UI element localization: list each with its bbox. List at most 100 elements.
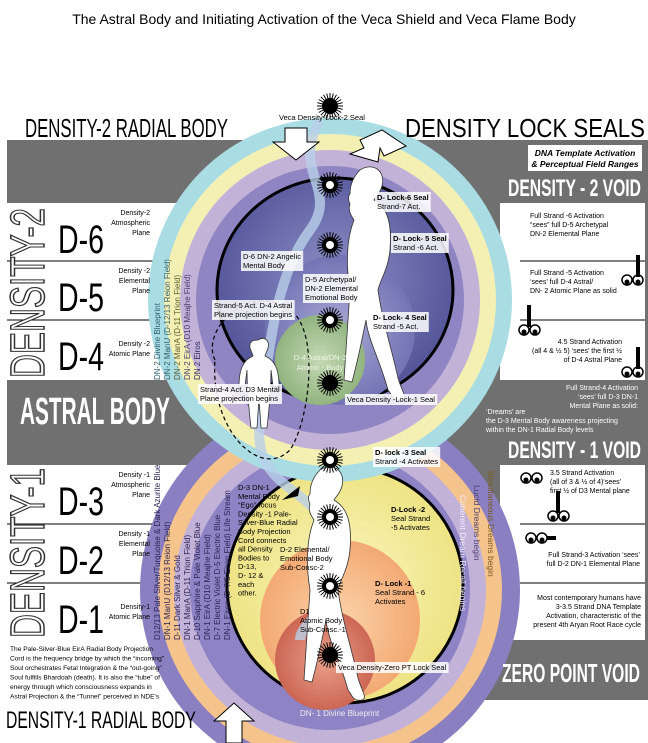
strand35-note-line: (all of 3 & ½ of 4)‘sees’ (550, 478, 622, 486)
d3-mental-body-label-line: Cord connects (238, 536, 287, 545)
d4-astral-body-label-line: D-4 Astral/DN-2 (294, 353, 347, 362)
lock2-seal-label-line: Seal Strand (391, 514, 430, 523)
density-row-label: D-5 (58, 276, 104, 320)
projection-cord-note-line: Astral Projection & the “Tunnel” perceiv… (10, 694, 160, 701)
d5-emotional-body-label-line: DN-2 Elemental (305, 284, 358, 293)
heading-density2-radial-body: DENSITY-2 RADIAL BODY (25, 113, 228, 143)
upper-ring-label-1: DN-2 Divine BlueprintDN-2 ManU (D-12/13 … (153, 259, 172, 380)
density-row-label: D-2 (58, 539, 104, 583)
lock6-seal-label-line: Strand-7 Act. (377, 202, 420, 211)
heading-density1-radial-body: DENSITY-1 RADIAL BODY (6, 708, 196, 734)
label-backgrounds (198, 192, 449, 673)
seal-icon (317, 232, 343, 258)
strand4-projection-label-line: Strand-4 Act. D3 Mental (200, 385, 280, 394)
heading-astral-body: ASTRAL BODY (20, 391, 170, 433)
strand5-note: Full Strand -5 Activation ‘sees’ full D-4… (530, 270, 617, 295)
lock3-seal-label-line: D- lock -3 Seal (375, 448, 426, 457)
plane-label-line: Atmospheric (111, 482, 150, 489)
top-seal-label: Veca Density-Lock-2 Seal (279, 113, 365, 122)
d3-mental-body-label-line: all Density (238, 545, 273, 554)
d2-emotional-body-label-line: Sub-Consc-2 (280, 563, 324, 572)
dna-box-line2: & Perceptual Field Ranges (531, 159, 638, 169)
seal-icon (317, 573, 343, 599)
d1-atomic-body-label-line: D1 (300, 607, 310, 616)
plane-label-line: Density -1 (118, 472, 150, 479)
plane-label-line: Density-2 (120, 210, 150, 217)
lock6-seal-label-line: D- Lock-6 Seal (377, 193, 429, 202)
contemporary-note-line: Most contemporary humans have (537, 595, 641, 602)
strand4-note-line: Mental Plane as solid: (570, 403, 639, 410)
plane-label-line: Density -2 (118, 268, 150, 275)
strand6-note-line: DN-2 Elemental Plane (530, 231, 599, 238)
strand35-note-line: 3.5 Strand Activation (550, 470, 614, 477)
plane-label-line: Elemental (119, 278, 151, 285)
d3-mental-body-label-line: each (238, 580, 254, 589)
lock4-seal-label-line: D- Lock- 4 Seal (373, 313, 427, 322)
strand5-note-line: ‘sees’ full D-4 Astral/ (530, 279, 593, 286)
label-background (391, 233, 449, 253)
density-row-label: D-6 (58, 218, 104, 262)
lock-minus1-seal-label-line: D- Lock -1 (375, 579, 411, 588)
plane-label-line: Plane (132, 230, 150, 237)
lock5-seal-label-line: D- Lock- 5 Seal (393, 234, 447, 243)
eye-icon (547, 491, 570, 522)
pointer-arrow-icon (282, 486, 300, 500)
strand6-note-line: “sees” full D-5 Archetypal (530, 222, 609, 229)
plane-label-line: Plane (132, 492, 150, 499)
upper-standing-figure (343, 166, 405, 401)
plane-label-line: Elemental (119, 541, 151, 548)
lower-ring-label-2: D-11 Dark Silver & GoldDN-1 ManA (D-11 T… (173, 534, 192, 640)
label-background (303, 274, 361, 303)
plane-label-line: Plane (132, 551, 150, 558)
eye-icon (621, 347, 644, 378)
upper-ring-label-3: DN-2 EirA (D10 Meajhe Field) (183, 274, 192, 380)
eye-icon (621, 255, 644, 286)
dreams-note-line: ‘Dreams’ are (486, 409, 526, 416)
strand45-note-line: (all 4 & ½ 5) ‘sees’ the first ½ (532, 347, 622, 355)
lock-minus1-seal-label-line: Activates (375, 597, 406, 606)
lock4-seal-label-line: Strand -5 Act. (373, 322, 418, 331)
dna-template-box (528, 145, 642, 171)
projection-cord-note-line: Cord is the frequency bridge by which th… (10, 656, 164, 663)
strand5-note-line: Full Strand -5 Activation (530, 270, 604, 277)
strand35-note: 3.5 Strand Activation(all of 3 & ½ of 4)… (550, 470, 630, 495)
label-background (241, 251, 304, 271)
strand45-note-line: 4.5 Strand Activation (558, 339, 622, 346)
d3-mental-body-label-line: Density -1 Pale- (238, 509, 292, 518)
lock3-seal-label-line: Strand -4 Activates (375, 457, 438, 466)
dreams-note: ‘Dreams’ are the D-3 Mental Body awarenes… (485, 409, 618, 434)
seal-icon (317, 172, 343, 198)
strand5-note-line: DN- 2 Atomic Plane as solid (530, 288, 617, 295)
contemporary-note-line: Activation, characteristic of the (546, 613, 641, 620)
left-arrow-icon (348, 129, 408, 163)
eye-glyph-icons (518, 255, 644, 544)
zero-point-seal-label: Veca Density-Zero PT Lock Seal (338, 663, 447, 672)
human-figure-icons (238, 166, 405, 701)
seal-icon (317, 642, 343, 668)
strand3-note-line: Full Strand-3 Activation ‘sees’ (548, 552, 640, 559)
lock1-seal-label: Veca Density -Lock-1 Seal (347, 395, 435, 404)
d1-atomic-body-label-line: Atomic Body (300, 616, 342, 625)
d4-astral-body-label-line: Atomic - Body (297, 363, 344, 372)
dreams-note-line: the D-3 Mental Body awareness projecting (486, 418, 618, 425)
dna-box-line1: DNA Template Activation (535, 148, 636, 158)
heading-density-lock-seals: DENSITY LOCK SEALS (405, 114, 645, 143)
strand5-projection-label-line: Plane projection begins (214, 310, 292, 319)
dreams-note-line: within the DN-1 Radial Body levels (485, 427, 594, 434)
